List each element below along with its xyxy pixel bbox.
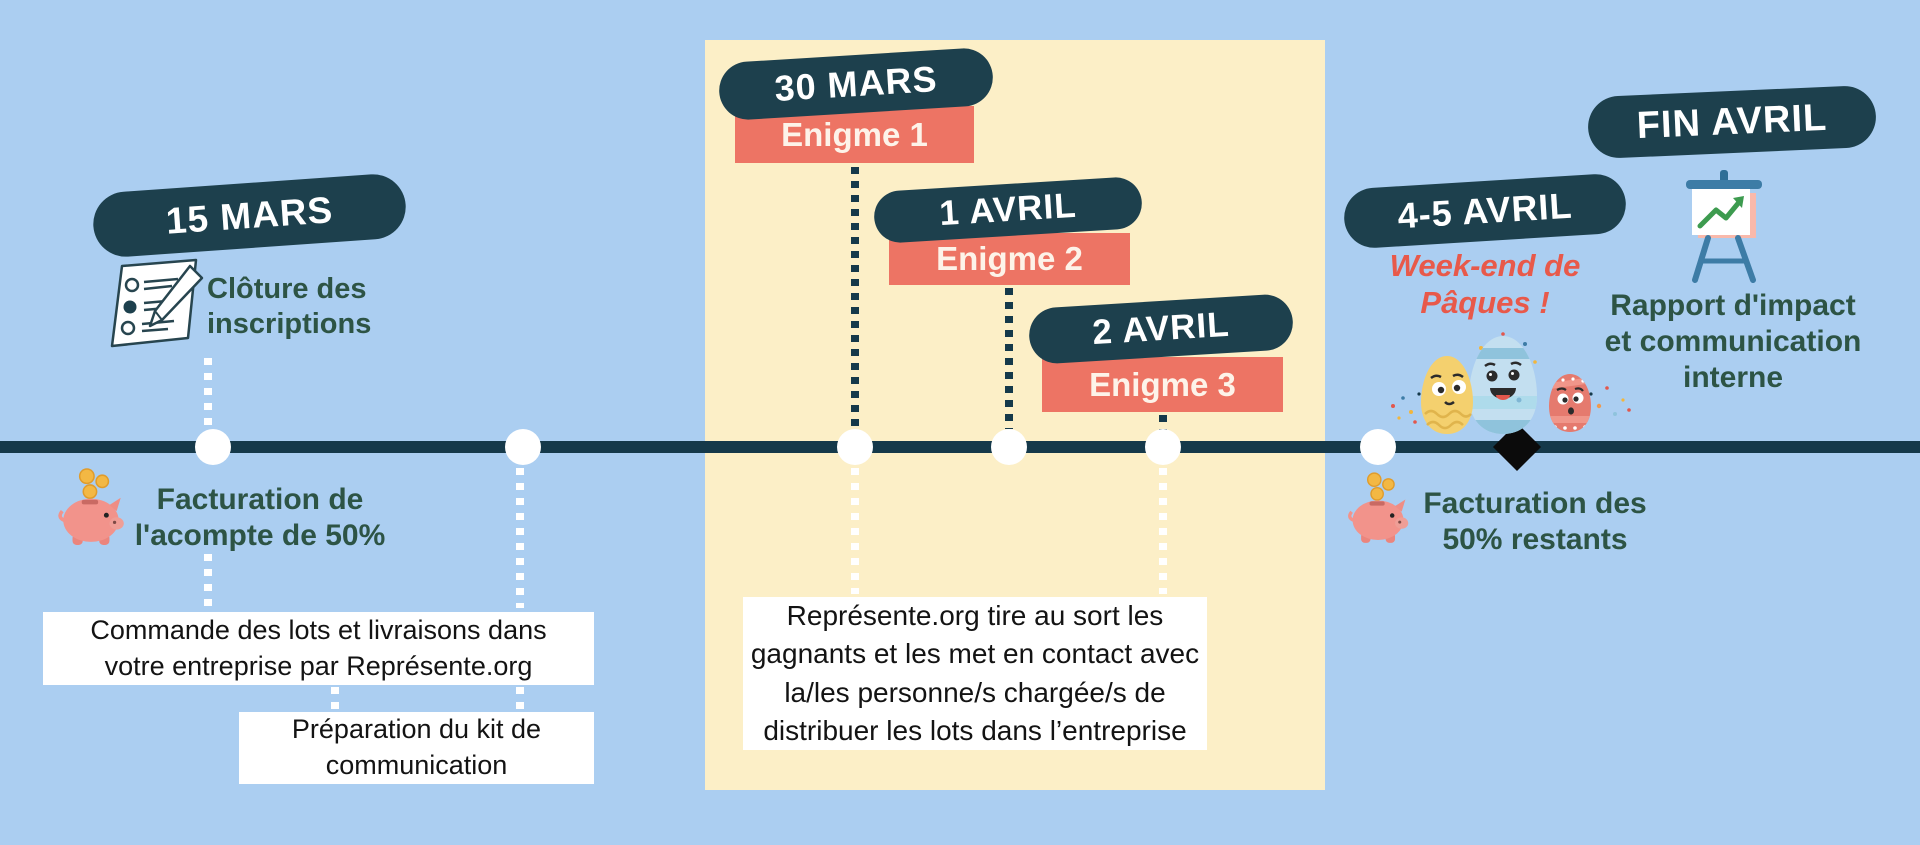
connector-dotted: [516, 468, 524, 608]
timeline-node: [505, 429, 541, 465]
prize-draw-box: Représente.org tire au sort les gagnants…: [743, 597, 1207, 750]
enigma2-label: Enigme 2: [889, 233, 1130, 285]
easter-weekend-line1: Week-end de: [1389, 248, 1581, 283]
deposit-billing-line2: l'acompte de 50%: [134, 519, 386, 552]
communication-kit-line1: Préparation du kit de: [291, 714, 542, 745]
order-delivery-line2: votre entreprise par Représente.org: [104, 650, 533, 681]
date-pill-15-mars: 15 MARS: [91, 172, 408, 259]
timeline-node: [1360, 429, 1396, 465]
deposit-billing-line1: Facturation de: [156, 483, 364, 516]
connector-dotted: [204, 358, 212, 428]
prize-draw-line1: Représente.org tire au sort les: [786, 600, 1164, 632]
order-delivery-line1: Commande des lots et livraisons dans: [90, 614, 547, 645]
connector-dotted: [1005, 288, 1013, 429]
connector-dotted: [1159, 415, 1167, 430]
connector-dotted: [851, 468, 859, 594]
registration-label-line2: inscriptions: [207, 307, 372, 340]
prize-draw-line2: gagnants et les met en contact avec: [750, 638, 1200, 670]
final-billing-line2: 50% restants: [1442, 523, 1628, 556]
impact-report-label: Rapport d'impact et communication intern…: [1588, 288, 1878, 396]
connector-dotted: [516, 687, 524, 711]
connector-dotted: [851, 167, 859, 429]
connector-dotted: [1159, 468, 1167, 594]
blue-egg: [1469, 336, 1537, 434]
piggy-bank-icon: [56, 468, 128, 546]
connector-dotted: [331, 687, 339, 711]
timeline-node: [1145, 429, 1181, 465]
piggy-bank-icon: [1346, 472, 1412, 544]
connector-dotted: [204, 554, 212, 606]
final-billing-line1: Facturation des: [1423, 487, 1647, 520]
order-delivery-box: Commande des lots et livraisons dans vot…: [43, 612, 594, 685]
registration-document-icon: [98, 256, 208, 356]
deposit-billing-label: Facturation de l'acompte de 50%: [125, 482, 395, 554]
easter-weekend-line2: Pâques !: [1420, 285, 1550, 321]
date-pill-4-5-avril: 4-5 AVRIL: [1342, 172, 1628, 250]
timeline-bar: [0, 441, 1920, 453]
date-pill-fin-avril: FIN AVRIL: [1586, 84, 1878, 160]
impact-report-line2: et communication: [1604, 325, 1862, 358]
yellow-egg: [1421, 356, 1473, 434]
communication-kit-box: Préparation du kit de communication: [239, 712, 594, 784]
presentation-easel-icon: [1674, 168, 1774, 288]
timeline-node: [195, 429, 231, 465]
final-billing-label: Facturation des 50% restants: [1405, 486, 1665, 558]
registration-label-line1: Clôture des: [207, 273, 367, 305]
prize-draw-line4: distribuer les lots dans l’entreprise: [763, 714, 1187, 746]
registration-label: Clôture des inscriptions: [207, 272, 371, 342]
enigma3-label: Enigme 3: [1042, 357, 1283, 412]
timeline-node: [837, 429, 873, 465]
communication-kit-line2: communication: [325, 750, 508, 780]
easter-weekend-note: Week-end de Pâques !: [1352, 247, 1618, 321]
easter-eggs-icon: [1385, 328, 1635, 438]
impact-report-line3: interne: [1682, 361, 1784, 394]
impact-report-line1: Rapport d'impact: [1610, 289, 1856, 322]
prize-draw-line3: la/les personne/s chargée/s de: [784, 676, 1166, 708]
timeline-node: [991, 429, 1027, 465]
